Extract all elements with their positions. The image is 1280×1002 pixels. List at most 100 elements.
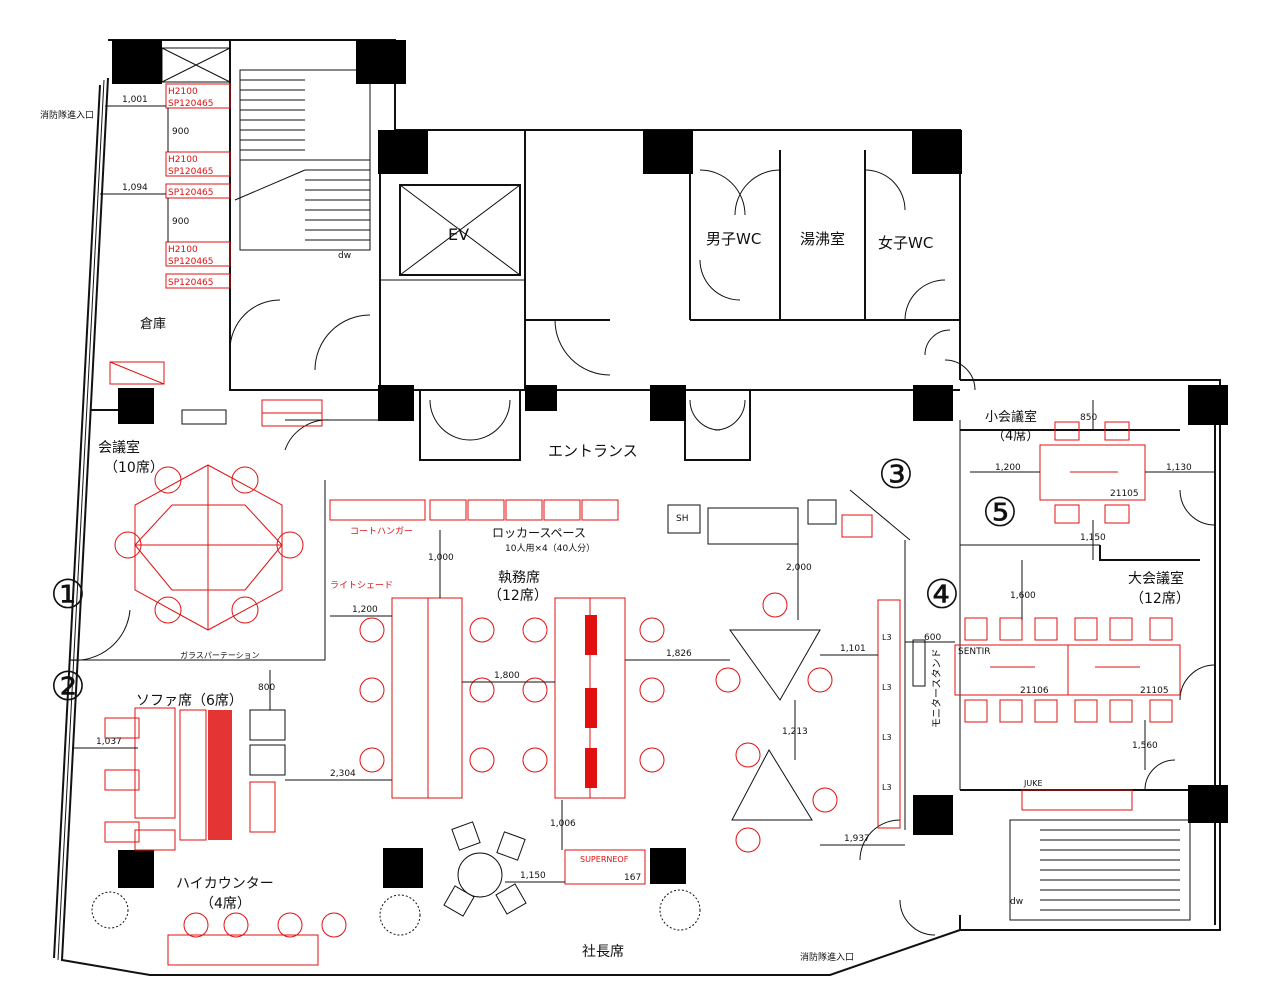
- sp-label-5: SP120465: [168, 278, 214, 288]
- office-chair: [469, 617, 495, 643]
- dim-1150: 1,150: [520, 871, 546, 881]
- doors: [69, 169, 1216, 936]
- h2100-label-2: H2100: [168, 155, 198, 165]
- office-chair: [522, 677, 548, 703]
- locker-unit: [505, 499, 543, 521]
- large-meeting-room-label: 大会議室: [1128, 570, 1184, 587]
- sentir-label: SENTIR: [958, 647, 991, 657]
- glass-partition-label: ガラスパーテーション: [180, 650, 260, 660]
- locker-unit: [429, 499, 467, 521]
- light-shelf-label: ライトシェード: [330, 580, 393, 591]
- office-chair: [359, 747, 385, 773]
- dim-1101: 1,101: [840, 644, 866, 654]
- high-counter-seats: （4席）: [200, 896, 251, 912]
- ev-label: EV: [448, 225, 469, 244]
- l3-label-1: L3: [882, 633, 892, 642]
- meeting-chair: [1034, 617, 1058, 641]
- sofa-seats-label: ソファ席（6席）: [136, 693, 243, 709]
- dim-1000: 1,000: [428, 553, 454, 563]
- monitor-stand-label: モニタースタンド: [931, 649, 943, 729]
- office-chair: [639, 747, 665, 773]
- meeting-chair: [999, 699, 1023, 723]
- office-seats-count: （12席）: [488, 588, 548, 604]
- conference-chair: [231, 466, 259, 494]
- office-chair: [522, 747, 548, 773]
- small-meeting-room-label: 小会議室: [985, 409, 1037, 425]
- marker-1: ①: [50, 572, 86, 618]
- locker-unit: [467, 499, 505, 521]
- l3-label-2: L3: [882, 683, 892, 692]
- dim-1006: 1,006: [550, 819, 576, 829]
- marker-3: ③: [878, 452, 914, 498]
- meeting-chair: [1074, 699, 1098, 723]
- n167-label: 167: [624, 873, 641, 883]
- locker-detail: 10人用×4（40人分）: [505, 543, 595, 554]
- meeting-room-seats: （10席）: [104, 460, 164, 476]
- meeting-room-label: 会議室: [98, 439, 140, 456]
- superneof-label: SUPERNEOF: [580, 855, 629, 864]
- locker-unit: [581, 499, 619, 521]
- conference-chair: [114, 531, 142, 559]
- sp-label-1: SP120465: [168, 99, 214, 109]
- dim-1200: 1,200: [352, 605, 378, 615]
- office-chair: [469, 677, 495, 703]
- dimensions: 1,001 1,094 900 900 1,000 1,200 1,800 1,…: [72, 95, 1215, 883]
- dim-1213: 1,213: [782, 727, 808, 737]
- fire-entry-top: 消防隊進入口: [40, 109, 94, 121]
- l3-label-4: L3: [882, 783, 892, 792]
- dw-label-top: dw: [338, 251, 351, 261]
- dim-900a: 900: [172, 127, 189, 137]
- womens-wc-label: 女子WC: [878, 234, 933, 252]
- table-21105-a: 21105: [1110, 489, 1139, 499]
- locker-unit: [543, 499, 581, 521]
- dim-2000: 2,000: [786, 563, 812, 573]
- table-21105-b: 21105: [1140, 686, 1169, 696]
- dim-1130: 1,130: [1166, 463, 1192, 473]
- dim-900b: 900: [172, 217, 189, 227]
- office-chair: [639, 617, 665, 643]
- dim-1560: 1,560: [1132, 741, 1158, 751]
- meeting-chair: [1149, 699, 1173, 723]
- office-chair: [639, 677, 665, 703]
- dim-1094: 1,094: [122, 183, 148, 193]
- meeting-chair: [964, 617, 988, 641]
- coat-hanger-label: コートハンガー: [350, 526, 413, 537]
- fire-entry-bottom: 消防隊進入口: [800, 951, 854, 963]
- dim-1150b: 1,150: [1080, 533, 1106, 543]
- marker-2: ②: [50, 664, 86, 710]
- sp-label-2: SP120465: [168, 167, 214, 177]
- meeting-chair: [1074, 617, 1098, 641]
- office-chair: [469, 747, 495, 773]
- conference-chair: [276, 531, 304, 559]
- meeting-chair: [1034, 699, 1058, 723]
- conference-chair: [231, 596, 259, 624]
- columns: [112, 40, 1228, 888]
- elevator: EV: [399, 184, 521, 276]
- area-markers: ① ② ③ ④ ⑤: [50, 452, 1018, 710]
- stairs-top: [161, 47, 371, 251]
- storage-label: 倉庫: [140, 317, 166, 332]
- dim-1001: 1,001: [122, 95, 148, 105]
- meeting-chair: [964, 699, 988, 723]
- juke-label: JUKE: [1023, 779, 1043, 788]
- small-meeting-room-seats: （4席）: [992, 428, 1039, 444]
- meeting-chair: [1109, 617, 1133, 641]
- h2100-label-3: H2100: [168, 245, 198, 255]
- dim-1937: 1,937: [844, 834, 870, 844]
- sp-label-4: SP120465: [168, 257, 214, 267]
- president-seat-label: 社長席: [582, 944, 624, 960]
- large-meeting-room-seats: （12席）: [1130, 591, 1190, 607]
- dim-1200b: 1,200: [995, 463, 1021, 473]
- table-21106: 21106: [1020, 686, 1049, 696]
- marker-4: ④: [924, 572, 960, 618]
- sp-label-3: SP120465: [168, 188, 214, 198]
- dim-800: 800: [258, 683, 275, 693]
- locker-space-label: ロッカースペース: [492, 526, 586, 540]
- office-chair: [359, 677, 385, 703]
- l3-label-3: L3: [882, 733, 892, 742]
- office-chair: [522, 617, 548, 643]
- high-counter-label: ハイカウンター: [176, 876, 274, 892]
- dim-600: 600: [924, 633, 941, 643]
- office-chair: [359, 617, 385, 643]
